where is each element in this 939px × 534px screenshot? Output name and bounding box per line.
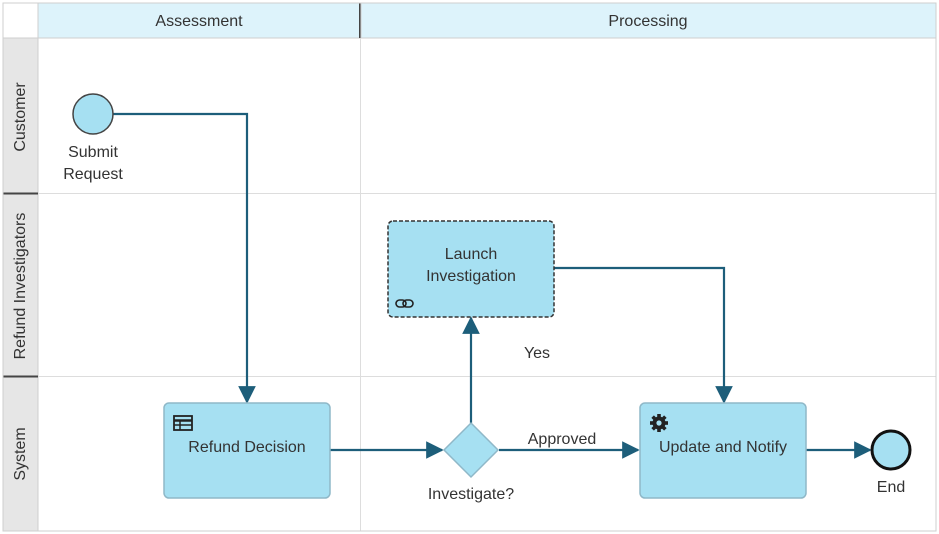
flow-label-yes: Yes — [524, 345, 550, 362]
column-header-assessment[interactable]: Assessment — [37, 2, 361, 39]
lane-header-system[interactable]: System — [2, 376, 39, 532]
task-update-and-notify[interactable]: Update and Notify — [639, 402, 807, 499]
task-refund-decision-label: Refund Decision — [188, 439, 305, 456]
lane-header-label: Customer — [12, 82, 29, 152]
lane-header-refund-investigators[interactable]: Refund Investigators — [2, 193, 39, 377]
gateway-label: Investigate? — [428, 486, 514, 503]
lane-header-label: Refund Investigators — [12, 213, 29, 360]
start-event[interactable] — [72, 93, 114, 135]
table-icon — [173, 415, 193, 431]
task-launch-investigation-label-line2: Investigation — [426, 268, 516, 285]
lane-header-label: System — [12, 427, 29, 480]
column-header-processing[interactable]: Processing — [360, 2, 937, 39]
end-event-label: End — [877, 479, 905, 496]
task-launch-investigation-label-line1: Launch — [445, 246, 498, 263]
flow-start-to-refund-decision[interactable] — [113, 112, 256, 404]
task-update-and-notify-label: Update and Notify — [659, 439, 787, 456]
start-event-label-line2: Request — [63, 166, 123, 183]
link-icon — [395, 299, 414, 308]
gear-icon — [650, 414, 668, 432]
flow-launch-investigation-to-update-notify[interactable] — [554, 266, 733, 404]
end-event[interactable] — [870, 429, 912, 471]
flow-label-approved: Approved — [528, 431, 597, 448]
start-event-label-line1: Submit — [68, 144, 118, 161]
column-header-label: Assessment — [155, 13, 243, 30]
column-header-label: Processing — [608, 13, 687, 30]
lane-header-customer[interactable]: Customer — [2, 37, 39, 194]
task-refund-decision[interactable]: Refund Decision — [163, 402, 331, 499]
task-launch-investigation[interactable]: Launch Investigation — [387, 220, 555, 318]
gateway-investigate[interactable] — [442, 421, 500, 479]
